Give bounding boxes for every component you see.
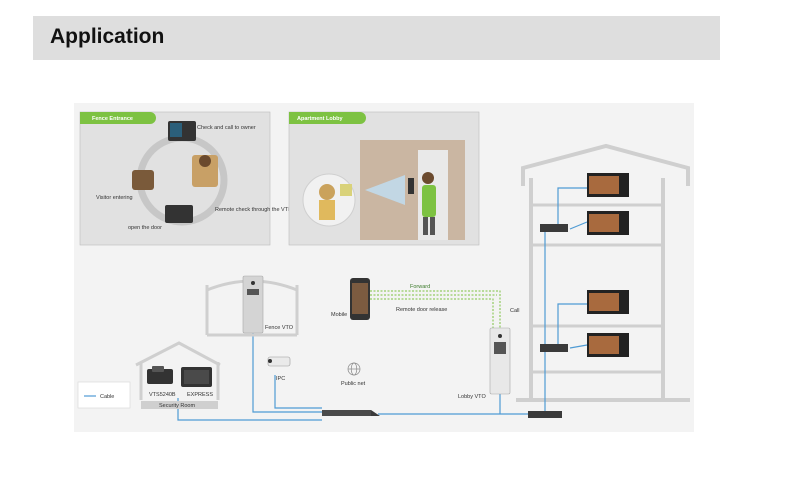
network-switch-building — [528, 411, 562, 418]
security-room-label: Security Room — [159, 403, 195, 409]
network-switch-main — [322, 410, 380, 416]
vth-monitor-2 — [587, 211, 629, 235]
cable-lines — [177, 187, 588, 421]
vth-monitor-1 — [587, 173, 629, 197]
vth-monitor-3 — [587, 290, 629, 314]
network-switch-upper-floor — [540, 224, 568, 232]
remote-check-image — [165, 205, 193, 223]
vth-monitor-4 — [587, 333, 629, 357]
express-label: EXPRESS — [187, 392, 213, 398]
mobile-label: Mobile — [331, 312, 347, 318]
section-title: Application — [50, 25, 165, 48]
security-room — [135, 341, 221, 400]
fence-step-check-call: Check and call to owner — [197, 125, 256, 131]
fence-vto-label: Fence VTO — [265, 325, 294, 331]
public-net-label: Public net — [341, 381, 366, 387]
vts-label: VTS5240B — [149, 392, 176, 398]
lobby-vto-device — [489, 327, 511, 395]
express-tablet-device — [181, 367, 212, 387]
network-switch-lower-floor — [540, 344, 568, 352]
visitor-image — [192, 155, 218, 187]
security-room-base — [141, 401, 218, 409]
apartment-lobby-tab-label: Apartment Lobby — [297, 116, 343, 122]
call-label: Call — [510, 308, 519, 314]
mobile-phone-device — [350, 278, 370, 320]
apartment-lobby-panel: Apartment Lobby — [288, 111, 480, 246]
ipc-label: IPC — [276, 376, 285, 382]
legend-cable-label: Cable — [100, 394, 114, 400]
section-header: Application — [33, 16, 720, 60]
apartment-building — [516, 143, 690, 402]
legend: Cable — [77, 381, 131, 409]
door-open-image — [132, 170, 154, 190]
apartment-lobby-tab — [289, 112, 366, 124]
fence-entrance-tab — [80, 112, 156, 124]
wireless-links — [370, 290, 501, 328]
fence-entrance-tab-label: Fence Entrance — [92, 116, 133, 122]
remote-release-label: Remote door release — [396, 307, 447, 313]
forward-label: Forward — [410, 284, 430, 290]
fence-step-open-door: open the door — [128, 225, 162, 231]
globe-icon — [347, 362, 361, 376]
ipc-camera-device — [267, 356, 291, 367]
fence-vto-device — [242, 275, 264, 334]
lobby-vto-label: Lobby VTO — [458, 394, 486, 400]
vts-console-device — [147, 366, 173, 384]
fence-step-visitor-entering: Visitor entering — [96, 195, 133, 201]
